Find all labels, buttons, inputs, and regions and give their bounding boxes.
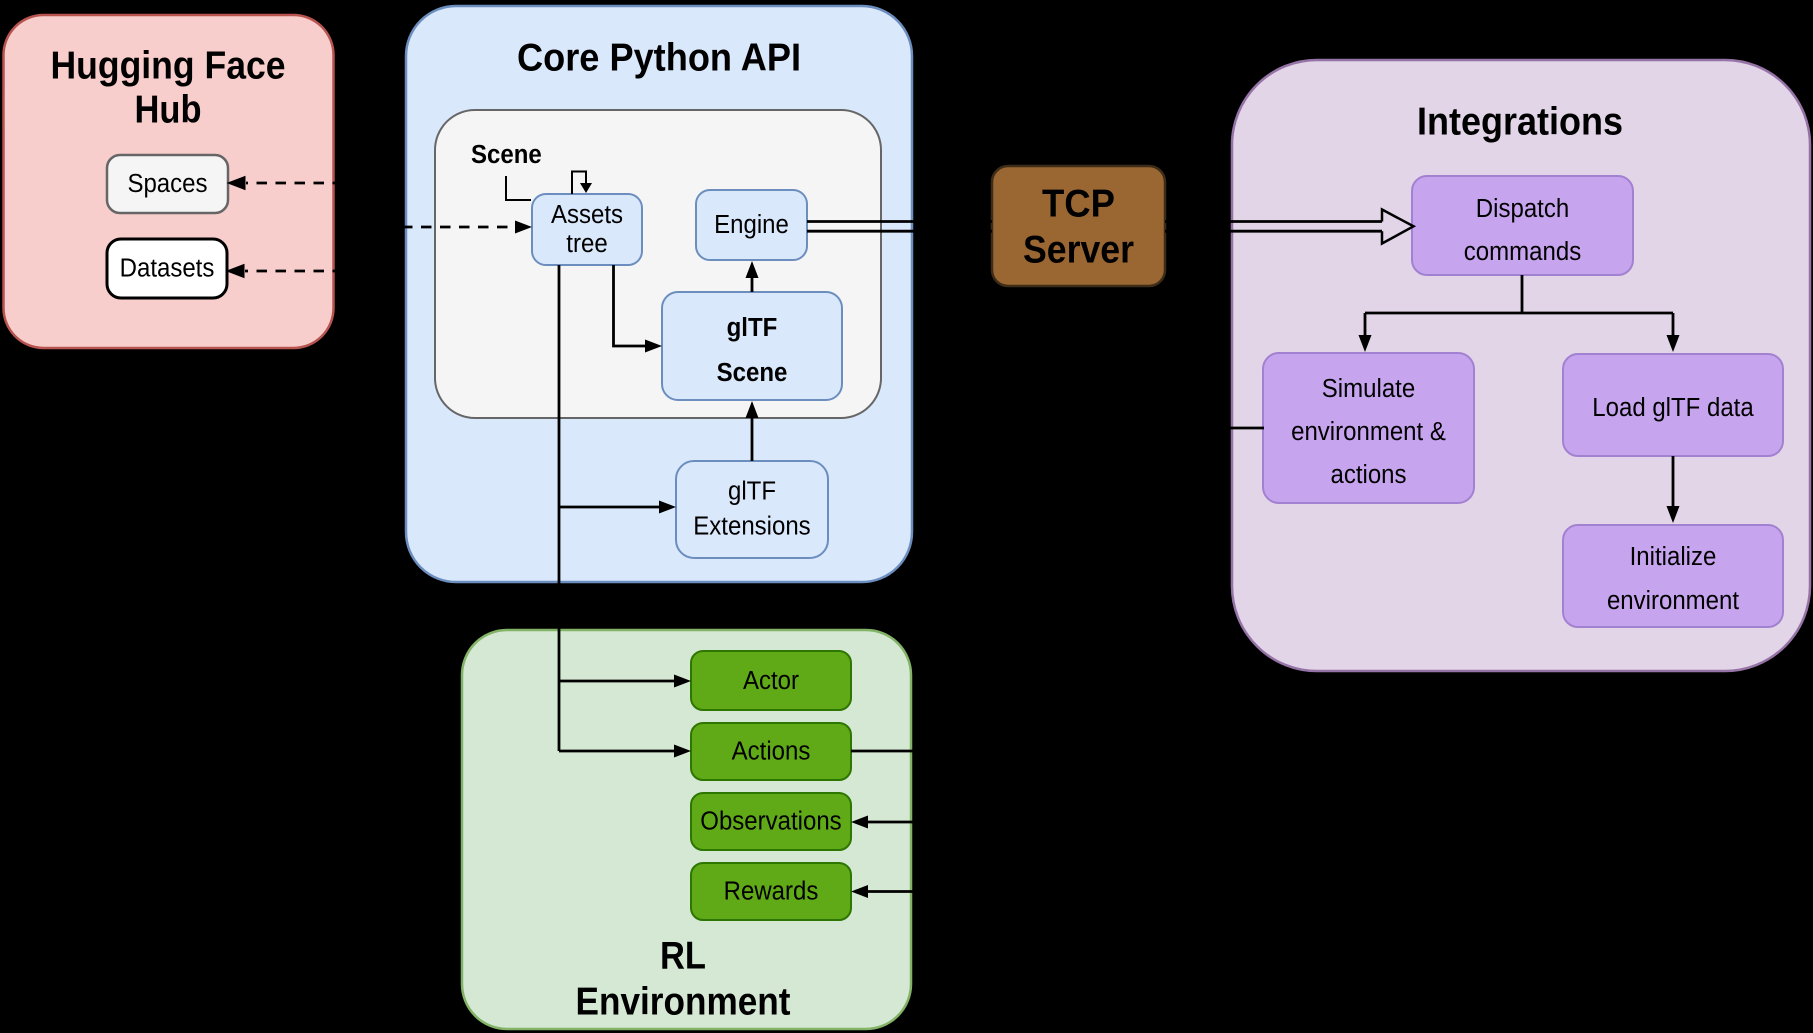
- svg-text:environment &: environment &: [1291, 418, 1446, 446]
- svg-text:Environment: Environment: [576, 981, 791, 1024]
- svg-text:Scene: Scene: [717, 359, 788, 387]
- svg-text:glTF: glTF: [728, 478, 776, 506]
- svg-text:tree: tree: [566, 230, 607, 258]
- svg-text:glTF: glTF: [727, 314, 778, 342]
- svg-text:Dispatch: Dispatch: [1476, 195, 1569, 223]
- svg-text:RL: RL: [660, 935, 706, 978]
- svg-text:Datasets: Datasets: [120, 255, 215, 283]
- svg-text:Rewards: Rewards: [724, 878, 819, 906]
- svg-text:Scene: Scene: [471, 141, 542, 169]
- svg-text:Integrations: Integrations: [1417, 101, 1623, 144]
- svg-text:Spaces: Spaces: [127, 170, 207, 198]
- svg-text:Observations: Observations: [700, 808, 841, 836]
- svg-text:Extensions: Extensions: [693, 513, 810, 541]
- svg-text:Assets: Assets: [551, 201, 623, 229]
- svg-text:Server: Server: [1023, 229, 1134, 272]
- svg-text:Engine: Engine: [714, 211, 789, 239]
- svg-text:commands: commands: [1464, 238, 1581, 266]
- svg-text:Actions: Actions: [732, 738, 811, 766]
- svg-text:Hub: Hub: [135, 89, 202, 132]
- svg-text:Hugging Face: Hugging Face: [51, 45, 286, 88]
- svg-text:Simulate: Simulate: [1322, 375, 1415, 403]
- svg-text:Core Python API: Core Python API: [517, 37, 801, 80]
- svg-text:TCP: TCP: [1042, 183, 1115, 226]
- svg-text:actions: actions: [1331, 461, 1407, 489]
- svg-text:Actor: Actor: [743, 667, 799, 695]
- svg-text:Load glTF data: Load glTF data: [1592, 394, 1754, 422]
- svg-text:environment: environment: [1607, 587, 1739, 615]
- svg-text:Initialize: Initialize: [1630, 543, 1717, 571]
